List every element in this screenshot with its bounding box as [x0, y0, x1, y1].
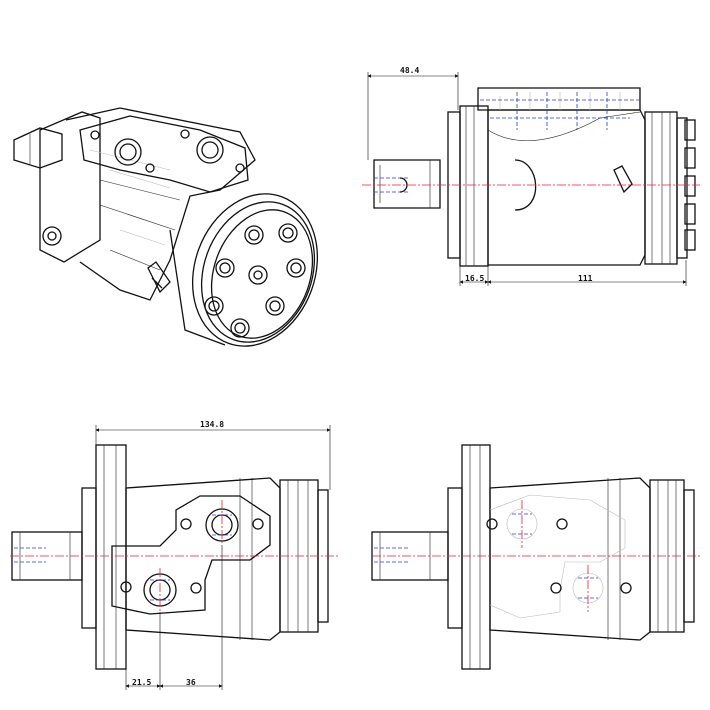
dim-overall-length: 134.8 [200, 420, 224, 429]
brand-logo-icon [147, 261, 171, 294]
dim-shaft-length: 48.4 [400, 66, 419, 75]
end-cap-bolts [204, 223, 306, 338]
dim-port-offset-1: 21.5 [132, 678, 151, 687]
dim-flange-width: 16.5 [465, 274, 484, 283]
isometric-view [13, 107, 319, 347]
rear-view [371, 444, 700, 670]
dim-body-length: 111 [578, 274, 593, 283]
side-view: 48.4 [362, 66, 700, 286]
brand-logo-icon-side [613, 165, 633, 194]
front-view: 134.8 21.5 [10, 420, 340, 690]
dim-port-offset-2: 36 [186, 678, 196, 687]
